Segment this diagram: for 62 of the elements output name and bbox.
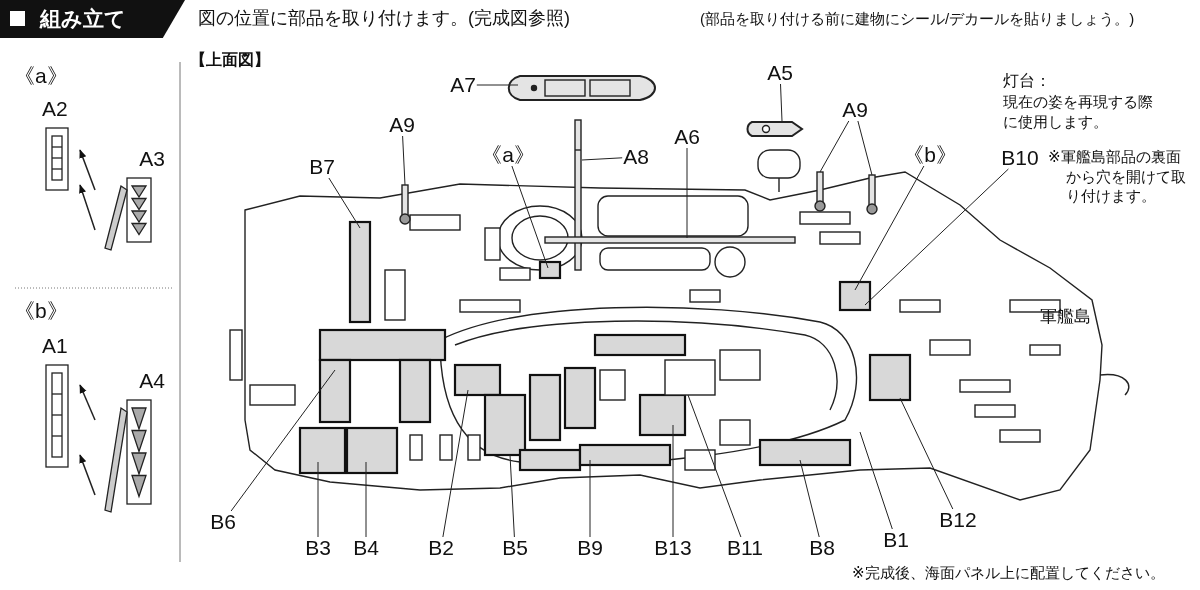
leader-line — [476, 84, 519, 86]
part-label: B3 — [304, 537, 332, 559]
leader-line — [509, 454, 515, 538]
leader-line — [230, 369, 336, 512]
part-label: A9 — [388, 114, 416, 136]
leader-line — [328, 177, 361, 229]
footnote: ※完成後、海面パネル上に配置してください。 — [852, 563, 1165, 583]
leader-line — [511, 165, 549, 269]
leader-line — [859, 431, 893, 530]
part-label: B13 — [653, 537, 693, 559]
part-label: A4 — [139, 370, 165, 391]
part-label: 《b》 — [902, 144, 958, 166]
part-label: B1 — [882, 529, 910, 551]
leader-line — [686, 147, 688, 239]
part-label: A1 — [42, 335, 68, 356]
section-label: 《a》 — [14, 63, 68, 89]
part-label: A2 — [42, 98, 68, 119]
island-name: 軍艦島 — [1040, 306, 1091, 328]
arrow — [79, 454, 96, 496]
leader-line — [687, 394, 742, 538]
leader-line — [854, 165, 925, 291]
leader-line — [442, 389, 469, 538]
leader-line — [857, 120, 873, 176]
arrow — [79, 184, 96, 231]
part-label: B9 — [576, 537, 604, 559]
instruction-text: 図の位置に部品を取り付けます。(完成図参照) — [198, 7, 570, 30]
part-label: B2 — [427, 537, 455, 559]
leader-line — [799, 459, 820, 538]
leader-line — [864, 168, 1009, 306]
note-text: (部品を取り付ける前に建物にシール/デカールを貼りましょう。) — [700, 9, 1135, 29]
leader-line — [581, 157, 623, 161]
leader-line — [899, 397, 954, 510]
leader-line — [402, 135, 406, 186]
part-label: B11 — [726, 537, 764, 559]
leader-line — [317, 461, 319, 538]
part-label: A9 — [841, 99, 869, 121]
arrow — [79, 149, 96, 191]
part-label: A3 — [139, 148, 165, 169]
section-label: 《b》 — [14, 298, 68, 324]
part-label: B7 — [308, 156, 336, 178]
note-text: 現在の姿を再現する際に使用します。 — [1003, 92, 1153, 131]
leader-line — [819, 120, 850, 173]
leader-line — [672, 424, 674, 538]
part-label: B8 — [808, 537, 836, 559]
part-label: A6 — [673, 126, 701, 148]
view-heading: 【上面図】 — [190, 50, 270, 70]
leader-line — [365, 461, 367, 538]
part-label: B6 — [209, 511, 237, 533]
part-label: B4 — [352, 537, 380, 559]
part-label: A7 — [449, 74, 477, 96]
section-heading: 組み立て — [0, 0, 185, 38]
part-label: A5 — [766, 62, 794, 84]
leader-line — [589, 459, 591, 538]
part-label: 《a》 — [480, 144, 536, 166]
part-label: B10 — [1000, 147, 1040, 169]
leader-line — [780, 83, 783, 122]
part-label: A8 — [622, 146, 650, 168]
note-heading: 灯台： — [1003, 71, 1051, 91]
note-text: ※軍艦島部品の裏面から穴を開けて取り付けます。 — [1048, 147, 1187, 206]
part-label: B5 — [501, 537, 529, 559]
arrow — [79, 384, 96, 421]
part-label: B12 — [938, 509, 978, 531]
